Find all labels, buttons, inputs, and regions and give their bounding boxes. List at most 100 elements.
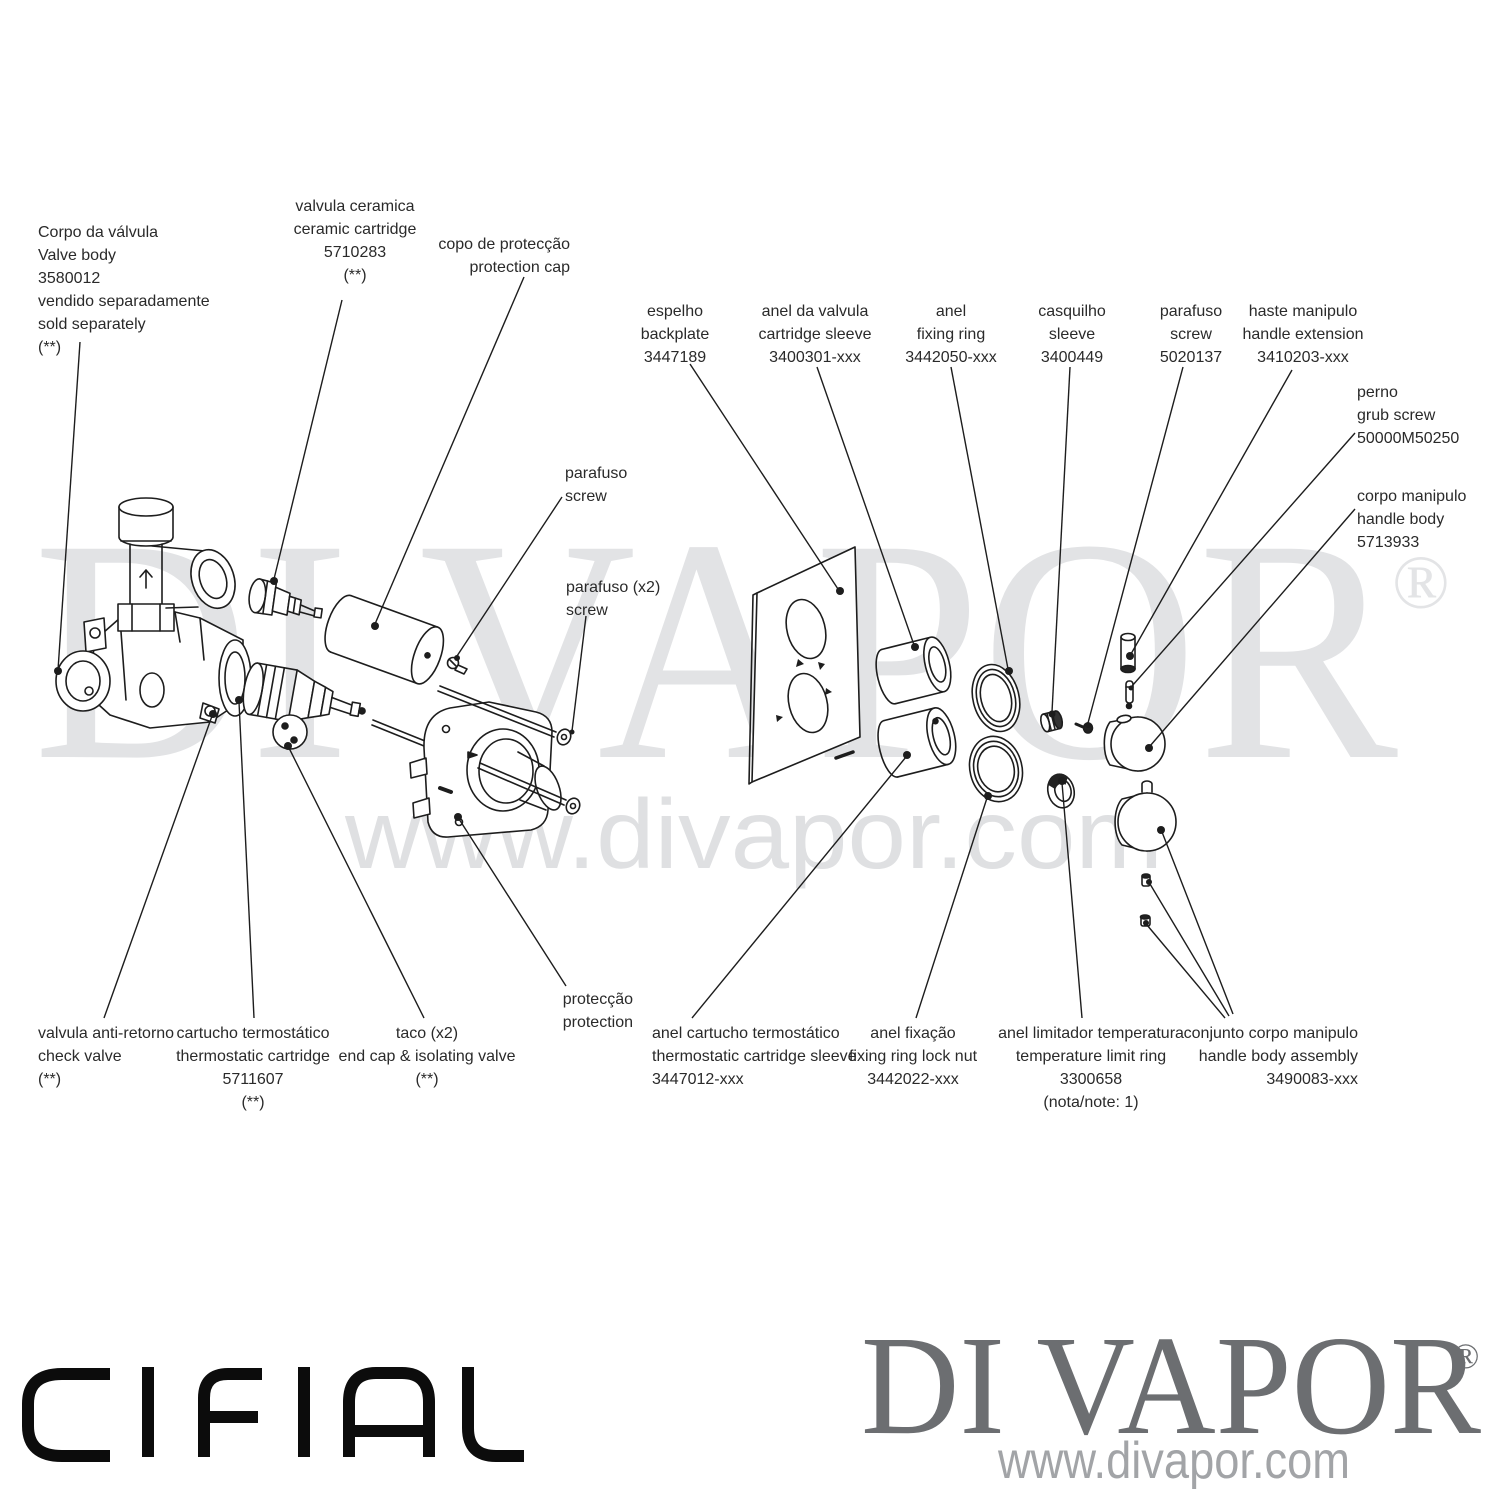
divapor-logo-text: DI VAPOR [861, 1306, 1481, 1464]
label-line: valvula ceramica [295, 198, 415, 215]
label-line: screw [565, 488, 607, 505]
label-line: 3400301-xxx [769, 349, 861, 366]
label-line: espelho [646, 303, 704, 320]
label-line: protection cap [469, 259, 570, 276]
leader-dots [54, 577, 1165, 926]
thermostatic-cartridge-drawing [242, 662, 366, 723]
label-line: 5020137 [1159, 349, 1223, 366]
label-line: 3447012-xxx [652, 1071, 744, 1088]
label-backplate: espelho backplate 3447189 [641, 300, 710, 369]
label-line: 3410203-xxx [1257, 349, 1349, 366]
watermark-registered-icon: ® [1392, 541, 1450, 625]
background-watermark: DI VAPOR ® www.divapor.com [33, 474, 1450, 889]
label-line: Valve body [38, 247, 116, 264]
label-protection-cap: copo de protecção protection cap [438, 233, 570, 279]
label-line: 3442050-xxx [905, 349, 997, 366]
thermostatic-sleeve-drawing [877, 707, 957, 778]
cifial-logo: CIFIAL [22, 1367, 524, 1462]
label-grub-screw: perno grub screw 50000M50250 [1357, 381, 1459, 450]
label-line: (**) [415, 1071, 439, 1088]
label-line: check valve [38, 1048, 122, 1065]
label-line: backplate [640, 326, 710, 343]
label-line: cartucho termostático [176, 1025, 330, 1042]
label-line: anel da valvula [761, 303, 869, 320]
label-line: anel cartucho termostático [652, 1025, 840, 1042]
label-line: screw [1170, 326, 1212, 343]
label-line: (**) [38, 339, 62, 356]
label-line: parafuso [1159, 303, 1223, 320]
label-line: screw [566, 602, 608, 619]
label-temp-limit-ring: anel limitador temperatura temperature li… [998, 1022, 1184, 1114]
registered-trademark-icon: ® [1452, 1336, 1479, 1376]
label-line: fixing ring lock nut [848, 1048, 978, 1065]
label-screw-x2: parafuso (x2) screw [566, 576, 660, 622]
label-line: (**) [343, 267, 367, 284]
label-line: fixing ring [916, 326, 986, 343]
ceramic-cartridge-drawing [248, 578, 323, 619]
lock-nut-ring-drawing [968, 735, 1024, 803]
label-line: end cap & isolating valve [338, 1048, 516, 1065]
handle-body-drawing [1103, 714, 1166, 772]
divapor-url-text: www.divapor.com [997, 1432, 1350, 1490]
label-line: sold separately [38, 316, 146, 333]
label-line: copo de protecção [438, 236, 570, 253]
label-line: corpo manipulo [1357, 488, 1467, 505]
label-line: anel fixação [870, 1025, 956, 1042]
label-check-valve: valvula anti-retorno check valve (**) [38, 1022, 174, 1091]
label-line: Corpo da válvula [38, 224, 159, 241]
label-line: 50000M50250 [1357, 430, 1460, 447]
label-line: thermostatic cartridge sleeve [652, 1048, 857, 1065]
label-line: protection [562, 1014, 633, 1031]
leader-lines [57, 276, 1356, 1019]
label-line: anel [935, 303, 967, 320]
label-line: casquilho [1038, 303, 1106, 320]
protection-cap-drawing [324, 594, 445, 685]
label-line: (nota/note: 1) [1043, 1094, 1139, 1111]
label-line: temperature limit ring [1015, 1048, 1167, 1065]
label-line: thermostatic cartridge [176, 1048, 330, 1065]
backplate-drawing [748, 546, 861, 785]
label-line: valvula anti-retorno [38, 1025, 175, 1042]
end-cap-disc-drawing [272, 714, 308, 750]
label-thermo-sleeve: anel cartucho termostático thermostatic c… [652, 1022, 857, 1091]
label-fixing-ring: anel fixing ring 3442050-xxx [905, 300, 997, 369]
fixing-ring-drawing [971, 663, 1021, 733]
label-line: 3400449 [1040, 349, 1104, 366]
label-end-cap: taco (x2)end cap & isolating valve(**) [339, 1022, 516, 1091]
divapor-logo: DI VAPOR ® www.divapor.com [861, 1306, 1481, 1490]
cartridge-sleeve-drawing [875, 636, 952, 705]
label-line: anel limitador temperatura [998, 1025, 1184, 1042]
label-line: 3447189 [643, 349, 707, 366]
label-line: 3490083-xxx [1266, 1071, 1358, 1088]
label-screw-5020137: parafuso screw 5020137 [1160, 300, 1222, 369]
label-line: 5711607 [222, 1071, 284, 1088]
protection-plate-drawing [371, 701, 562, 838]
label-line: conjunto corpo manipulo [1183, 1025, 1358, 1042]
label-line: 5710283 [323, 244, 387, 261]
long-screws-drawing [437, 685, 581, 815]
label-line: (**) [241, 1094, 265, 1111]
label-line: vendido separadamente [38, 293, 210, 310]
label-line: cartridge sleeve [758, 326, 872, 343]
handle-extension-drawing [1120, 632, 1136, 674]
label-line: handle body assembly [1198, 1048, 1358, 1065]
watermark-divapor-text: DI VAPOR [33, 474, 1399, 826]
label-ceramic-cartridge: valvula ceramica ceramic cartridge 5710283… [294, 195, 417, 287]
label-line: ceramic cartridge [293, 221, 417, 238]
label-line: grub screw [1357, 407, 1436, 424]
label-line: 5713933 [1357, 534, 1420, 551]
label-line: parafuso (x2) [566, 579, 661, 596]
label-line: perno [1357, 384, 1398, 401]
handle-assembly-drawing [1114, 780, 1177, 927]
label-line: (**) [38, 1071, 62, 1088]
label-handle-assembly: conjunto corpo manipulo handle body assem… [1184, 1022, 1358, 1091]
